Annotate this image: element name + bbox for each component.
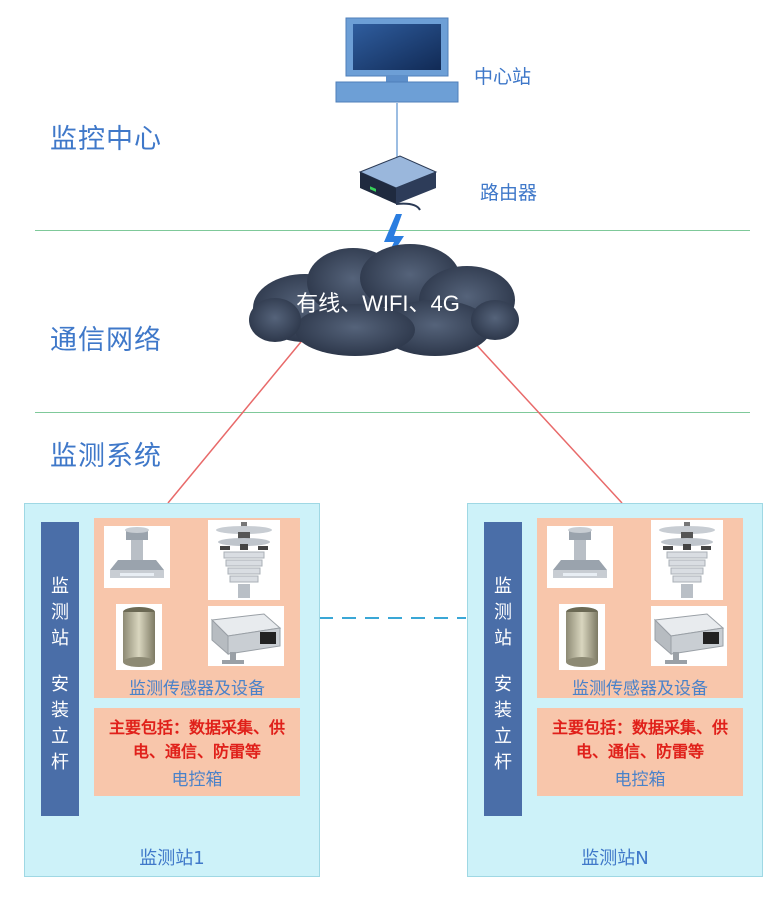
pole-char: 站 (494, 628, 512, 649)
cabinet-label: 电控箱 (614, 770, 666, 790)
station-pole: 监 测 站 安 装 立 杆 (41, 522, 79, 816)
weather-station-icon (216, 522, 272, 598)
cabinet-label: 电控箱 (171, 770, 223, 790)
pole-char: 测 (51, 602, 69, 623)
monitoring-station-n: 监 测 站 安 装 立 杆 (467, 503, 763, 877)
sensors-panel: 监测传感器及设备 (537, 518, 743, 699)
router-label: 路由器 (480, 182, 538, 204)
pole-char: 杆 (51, 752, 69, 773)
sensor-tile (208, 520, 280, 600)
sensor-tile (547, 526, 613, 588)
lightning-icon (378, 214, 404, 276)
sensor-tile (559, 604, 605, 670)
router-icon (358, 155, 438, 211)
cabinet-desc-line: 电、通信、防雷等 (132, 742, 261, 761)
cabinet-desc-line: 主要包括：数据采集、供 (551, 718, 728, 737)
central-station-label: 中心站 (474, 66, 532, 88)
sensor-tile (116, 604, 162, 670)
pole-char: 安 (494, 674, 512, 695)
pole-char: 装 (51, 700, 69, 721)
solar-radiation-sensor-icon (553, 527, 607, 578)
pole-char: 立 (494, 726, 512, 747)
pole-char: 杆 (494, 752, 512, 773)
pole-char: 安 (51, 674, 69, 695)
camera-icon (210, 613, 282, 664)
weather-station-icon (659, 522, 715, 598)
camera-icon (653, 613, 725, 664)
section-label-monitoring-system: 监测系统 (50, 441, 162, 472)
pole-char: 测 (494, 602, 512, 623)
sensors-caption: 监测传感器及设备 (572, 679, 708, 699)
link-cloud-station1 (167, 336, 306, 504)
cabinet-desc-line: 主要包括：数据采集、供 (108, 718, 285, 737)
control-cabinet: 主要包括：数据采集、供 电、通信、防雷等 电控箱 (537, 708, 743, 796)
sensor-tile (651, 606, 727, 666)
sensor-tile (651, 520, 723, 600)
station-pole: 监 测 站 安 装 立 杆 (484, 522, 522, 816)
station-name: 监测站1 (139, 848, 205, 869)
pole-char: 立 (51, 726, 69, 747)
pole-char: 监 (494, 576, 512, 597)
divider-bottom (35, 412, 750, 413)
station-name: 监测站N (581, 848, 649, 869)
pole-char: 装 (494, 700, 512, 721)
sensor-tile (208, 606, 284, 666)
sensors-caption: 监测传感器及设备 (129, 679, 265, 699)
pole-char: 站 (51, 628, 69, 649)
cloud-icon (249, 244, 519, 356)
section-label-network: 通信网络 (50, 325, 162, 356)
cabinet-description: 主要包括：数据采集、供 电、通信、防雷等 (541, 716, 739, 764)
sensor-tile (104, 526, 170, 588)
sensors-panel: 监测传感器及设备 (94, 518, 300, 699)
control-cabinet: 主要包括：数据采集、供 电、通信、防雷等 电控箱 (94, 708, 300, 796)
solar-radiation-sensor-icon (110, 527, 164, 578)
cabinet-desc-line: 电、通信、防雷等 (575, 742, 704, 761)
network-cloud-label: 有线、WIFI、4G (296, 291, 460, 316)
rain-gauge-icon (566, 607, 598, 667)
monitoring-station-1: 监 测 站 安 装 立 杆 (24, 503, 320, 877)
pole-char: 监 (51, 576, 69, 597)
section-label-control-center: 监控中心 (50, 124, 162, 155)
cabinet-description: 主要包括：数据采集、供 电、通信、防雷等 (98, 716, 296, 764)
rain-gauge-icon (123, 607, 155, 667)
link-cloud-stationN (471, 339, 623, 504)
computer-monitor-icon (335, 17, 459, 103)
